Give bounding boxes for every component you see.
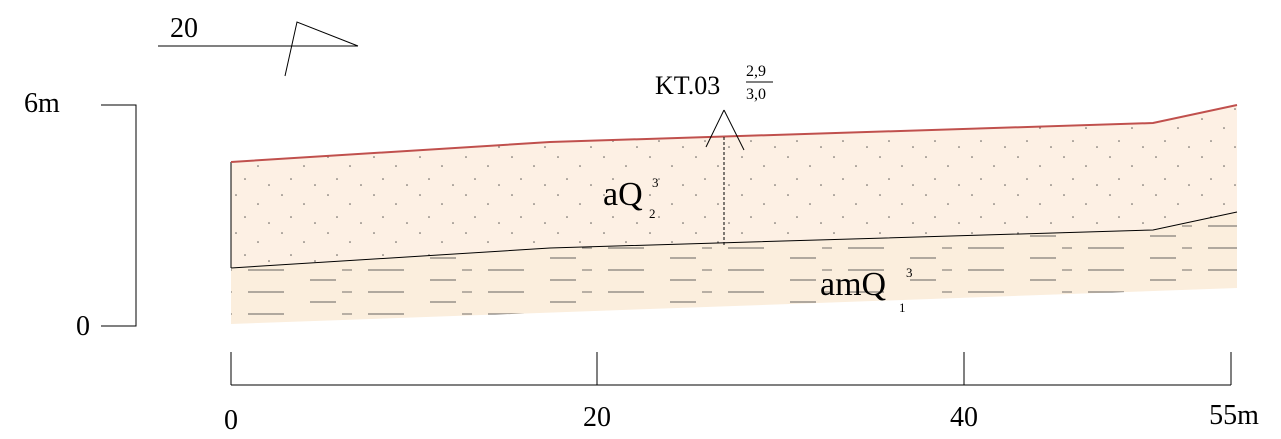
layer-label-aQ-sub: 2 [649,206,656,221]
layer-aQ-hatch [231,105,1237,268]
orientation-arrow-icon [284,21,359,77]
vertical-scale-bottom-label: 0 [76,311,90,342]
horizontal-scale-label-20: 20 [583,402,611,433]
horizontal-scale-label-0: 0 [224,405,238,436]
borehole-kt03: KT.03 2,9 3,0 [655,63,773,246]
vertical-scale: 6m 0 [24,88,137,342]
layer-aQ [231,105,1237,268]
vertical-scale-bracket [101,104,137,327]
layer-amQ-hatch [231,212,1237,324]
horizontal-scale: 0 20 40 55m [224,352,1259,436]
layer-amQ [231,212,1237,324]
layer-label-amQ-sub: 1 [899,300,906,315]
borehole-name: KT.03 [655,71,720,100]
ground-surface-line [230,104,1238,163]
layer-label-aQ: aQ 3 2 [603,175,659,221]
horizontal-scale-label-40: 40 [950,402,978,433]
orientation-marker: 20 [158,13,359,77]
vertical-scale-top-label: 6m [24,88,60,119]
layer-boundary-line [230,211,1238,269]
layer-label-aQ-code: aQ [603,176,643,213]
borehole-leader-right [723,109,745,151]
borehole-fraction-bottom: 3,0 [746,86,766,103]
borehole-fraction-top: 2,9 [746,63,766,80]
borehole-leader-left [705,109,725,148]
horizontal-scale-label-55: 55m [1209,400,1259,431]
layer-label-amQ: amQ 3 1 [820,265,913,315]
layer-label-aQ-sup: 3 [652,175,659,190]
orientation-label: 20 [170,13,198,44]
layer-label-amQ-sup: 3 [906,265,913,280]
layer-label-amQ-code: amQ [820,266,886,303]
